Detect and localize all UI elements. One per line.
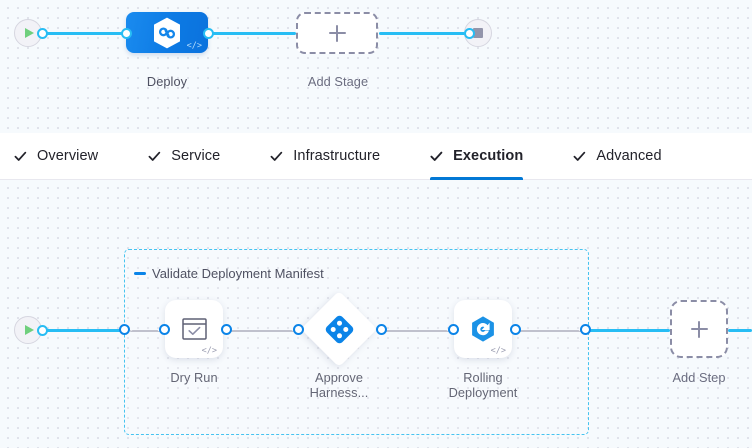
connector-dryrun-approve — [228, 330, 294, 332]
play-icon — [25, 325, 34, 335]
connector-group-addstep — [586, 329, 670, 332]
approve-output-port[interactable] — [376, 324, 387, 335]
tab-label: Execution — [453, 148, 524, 164]
step-label-rolling-deployment: Rolling Deployment — [448, 370, 518, 400]
rolling-output-port[interactable] — [510, 324, 521, 335]
tab-infrastructure[interactable]: Infrastructure — [270, 133, 404, 180]
play-icon — [25, 28, 34, 38]
add-step-button[interactable] — [670, 300, 728, 358]
tab-label: Advanced — [596, 148, 662, 164]
rolling-deploy-icon — [469, 315, 497, 343]
stage-node-deploy[interactable]: </> — [126, 12, 208, 53]
minus-icon[interactable] — [134, 272, 146, 275]
check-icon — [573, 150, 586, 163]
tab-service[interactable]: Service — [148, 133, 244, 180]
approve-input-port[interactable] — [293, 324, 304, 335]
stage-label-deploy: Deploy — [146, 74, 188, 89]
connector-start-group — [42, 329, 124, 332]
code-badge: </> — [490, 345, 506, 356]
add-stage-label: Add Stage — [307, 74, 369, 89]
deploy-input-port[interactable] — [121, 28, 132, 39]
step-node-rolling-deployment[interactable]: </> — [454, 300, 512, 358]
check-icon — [148, 150, 161, 163]
check-icon — [270, 150, 283, 163]
connector-rolling-groupend — [517, 330, 581, 332]
tab-execution[interactable]: Execution — [430, 133, 547, 180]
execution-canvas[interactable]: Validate Deployment Manifest </> Dry — [0, 180, 752, 448]
stage-canvas[interactable]: </> Deploy Add Stage — [0, 0, 752, 133]
step-node-dry-run[interactable]: </> — [165, 300, 223, 358]
stage-config-tabs: Overview Service Infrastructure Executio… — [0, 133, 752, 180]
checkbox-window-icon — [181, 318, 207, 340]
step-group-header[interactable]: Validate Deployment Manifest — [134, 266, 324, 281]
step-label-dry-run: Dry Run — [170, 370, 218, 385]
start-output-port[interactable] — [37, 28, 48, 39]
tab-label: Overview — [37, 148, 99, 164]
connector-addstage-end — [379, 32, 469, 35]
dry-run-input-port[interactable] — [159, 324, 170, 335]
harness-hexagon-icon — [151, 16, 183, 50]
add-step-label: Add Step — [672, 370, 726, 385]
connector-approve-rolling — [383, 330, 449, 332]
tab-label: Service — [171, 148, 221, 164]
plus-icon — [328, 24, 346, 42]
step-label-approve-harness: Approve Harness... — [309, 370, 369, 400]
connector-start-deploy — [42, 32, 128, 35]
group-input-port[interactable] — [119, 324, 130, 335]
code-badge: </> — [201, 345, 217, 356]
connector-addstep-trailing — [728, 329, 752, 332]
rolling-input-port[interactable] — [448, 324, 459, 335]
tab-overview[interactable]: Overview — [14, 133, 122, 180]
group-output-port[interactable] — [580, 324, 591, 335]
connector-deploy-addstage — [208, 32, 296, 35]
step-group-title: Validate Deployment Manifest — [152, 266, 324, 281]
dry-run-output-port[interactable] — [221, 324, 232, 335]
stop-icon — [473, 28, 483, 38]
tab-label: Infrastructure — [293, 148, 381, 164]
execution-start-output-port[interactable] — [37, 325, 48, 336]
tab-advanced[interactable]: Advanced — [573, 133, 685, 180]
plus-icon — [690, 320, 708, 338]
check-icon — [430, 150, 443, 163]
add-stage-button[interactable] — [296, 12, 378, 54]
code-badge: </> — [186, 40, 202, 51]
deploy-output-port[interactable] — [203, 28, 214, 39]
check-icon — [14, 150, 27, 163]
connector-group-dryrun — [130, 330, 160, 332]
end-input-port[interactable] — [464, 28, 475, 39]
